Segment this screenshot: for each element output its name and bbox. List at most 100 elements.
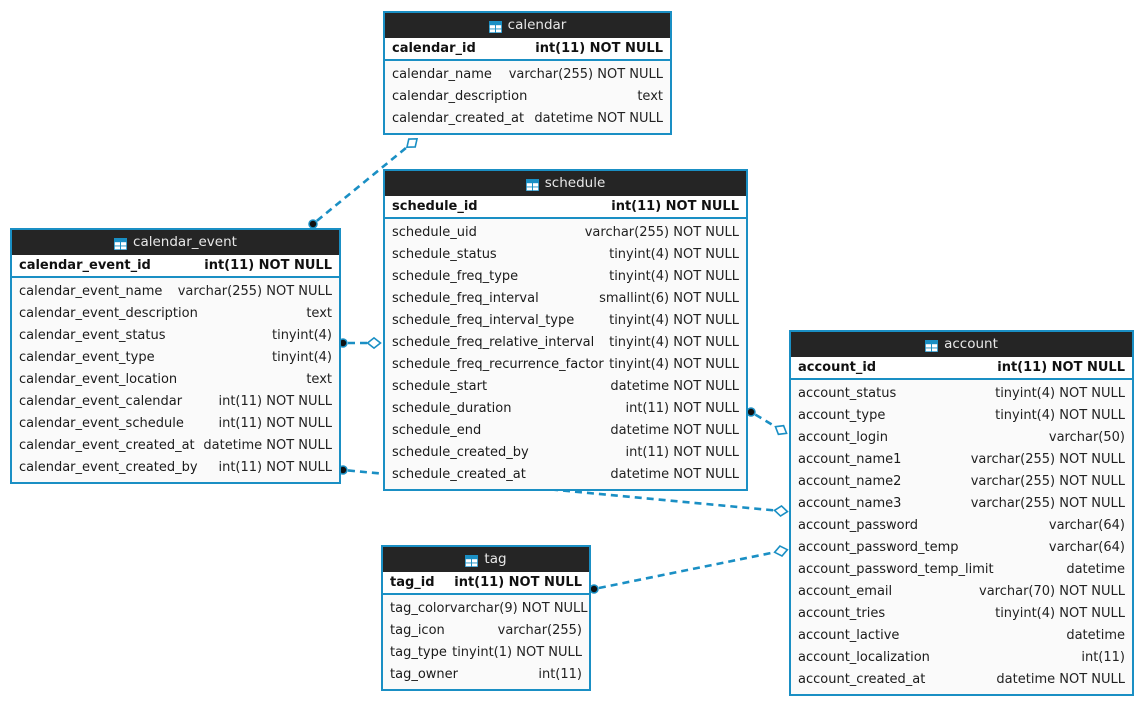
column-name: schedule_uid: [392, 225, 477, 240]
column-type: text: [306, 372, 332, 387]
column-type: int(11) NOT NULL: [204, 257, 332, 273]
entity-header-calendar[interactable]: calendar: [385, 13, 670, 38]
column-type: datetime NOT NULL: [610, 423, 739, 438]
column-name: tag_owner: [390, 667, 458, 682]
column-name: account_lactive: [798, 628, 900, 643]
relationship-tag-to-account[interactable]: [598, 551, 775, 590]
entity-header-schedule[interactable]: schedule: [385, 171, 746, 196]
relationship-schedule-to-account[interactable]: [754, 413, 777, 428]
column-type: tinyint(1) NOT NULL: [452, 645, 582, 660]
column-type: datetime NOT NULL: [996, 672, 1125, 687]
column-name: calendar_description: [392, 89, 528, 104]
column-name: calendar_event_location: [19, 372, 178, 387]
entity-header-account[interactable]: account: [791, 332, 1132, 357]
column-type: int(11) NOT NULL: [625, 401, 739, 416]
column-name: account_type: [798, 408, 886, 423]
column-name: calendar_event_schedule: [19, 416, 184, 431]
entity-header-calendar_event[interactable]: calendar_event: [12, 230, 339, 255]
column-name: schedule_freq_relative_interval: [392, 335, 595, 350]
relationship-endpoint-dot: [308, 219, 318, 229]
column-name: schedule_created_by: [392, 445, 529, 460]
column-name: schedule_freq_type: [392, 269, 519, 284]
column-type: tinyint(4): [271, 350, 332, 365]
entity-title: account: [944, 336, 998, 352]
column-row[interactable]: calendar_event_type tinyint(4): [12, 347, 339, 369]
column-type: int(11): [1081, 650, 1125, 665]
entity-title: calendar_event: [133, 234, 237, 250]
relationship-endpoint-diamond: [773, 545, 789, 557]
column-type: varchar(255) NOT NULL: [508, 67, 663, 82]
column-type: tinyint(4) NOT NULL: [609, 313, 739, 328]
column-name: schedule_freq_recurrence_factor: [392, 357, 604, 372]
column-row[interactable]: calendar_event_location text: [12, 369, 339, 391]
column-type: datetime NOT NULL: [610, 379, 739, 394]
column-name: account_tries: [798, 606, 886, 621]
column-type: tinyint(4) NOT NULL: [609, 247, 739, 262]
column-row[interactable]: account_login varchar(50): [791, 427, 1132, 449]
column-type: varchar(50): [1048, 430, 1125, 445]
table-icon: [465, 554, 479, 567]
column-type: int(11) NOT NULL: [997, 359, 1125, 375]
relationship-endpoint-diamond: [405, 138, 419, 148]
relationship-endpoint-diamond: [773, 504, 789, 518]
column-row[interactable]: account_created_at datetime NOT NULL: [791, 669, 1132, 691]
column-type: varchar(255) NOT NULL: [970, 474, 1125, 489]
entity-header-tag[interactable]: tag: [383, 547, 589, 572]
column-name: account_created_at: [798, 672, 926, 687]
column-name: account_email: [798, 584, 893, 599]
column-name: account_login: [798, 430, 888, 445]
column-name: calendar_event_type: [19, 350, 155, 365]
